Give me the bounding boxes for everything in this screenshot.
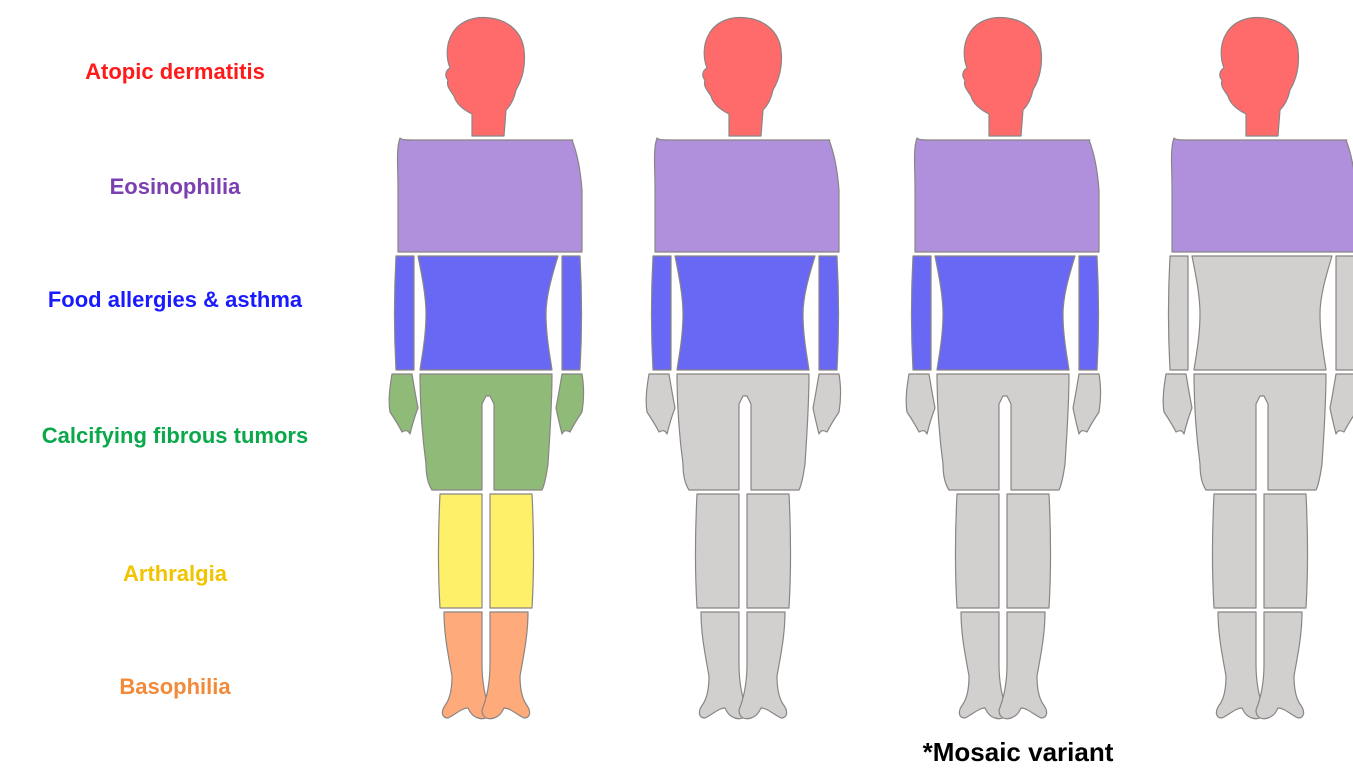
figure-4-head-affected	[1220, 18, 1299, 136]
figure-3-shins-unaffected	[959, 612, 1046, 719]
figure-4-torso-unaffected	[1169, 256, 1353, 370]
label-basophilia: Basophilia	[0, 674, 350, 700]
figure-2-torso-affected	[652, 256, 839, 370]
figure-3-hips-unaffected	[906, 374, 1100, 490]
label-atopic-dermatitis: Atopic dermatitis	[0, 59, 350, 85]
figure-4-thighs-unaffected	[1213, 494, 1308, 608]
figure-3-torso-affected	[912, 256, 1099, 370]
figure-1-shins-affected	[442, 612, 529, 719]
label-arthralgia: Arthralgia	[0, 561, 350, 587]
figure-2-head-affected	[703, 18, 782, 136]
figure-1-torso-affected	[395, 256, 582, 370]
figure-1-head-affected	[446, 18, 525, 136]
figure-2-hips-unaffected	[646, 374, 840, 490]
figure-3-shoulders-affected	[915, 138, 1100, 252]
label-eosinophilia: Eosinophilia	[0, 174, 350, 200]
figure-4-shoulders-affected	[1172, 138, 1353, 252]
body-figure-4	[1160, 14, 1353, 734]
figure-1-thighs-affected	[439, 494, 534, 608]
figure-4-hips-unaffected	[1163, 374, 1353, 490]
figure-4-shins-unaffected	[1216, 612, 1303, 719]
figure-1-hips-affected	[389, 374, 583, 490]
label-food-allergies-asthma: Food allergies & asthma	[0, 287, 350, 313]
body-figure-2	[643, 14, 843, 734]
mosaic-variant-note: *Mosaic variant	[888, 736, 1148, 768]
body-figure-1	[386, 14, 586, 734]
figure-2-shoulders-affected	[655, 138, 840, 252]
label-calcifying-fibrous-tumors: Calcifying fibrous tumors	[0, 423, 350, 449]
figure-1-shoulders-affected	[398, 138, 583, 252]
figure-2-thighs-unaffected	[696, 494, 791, 608]
figure-3-head-affected	[963, 18, 1042, 136]
body-figure-3	[903, 14, 1103, 734]
figure-3-thighs-unaffected	[956, 494, 1051, 608]
figure-2-shins-unaffected	[699, 612, 786, 719]
